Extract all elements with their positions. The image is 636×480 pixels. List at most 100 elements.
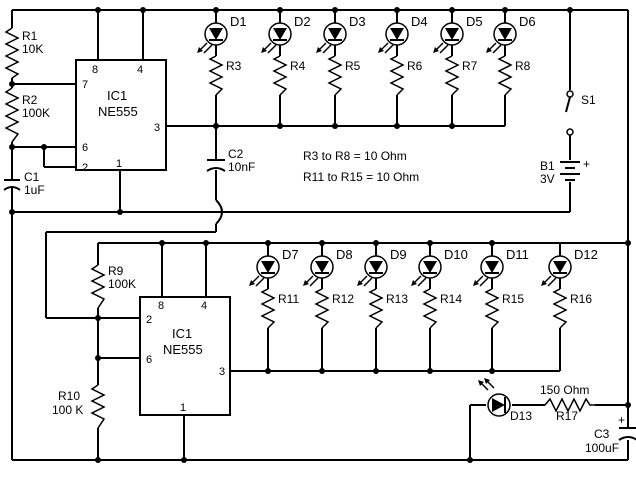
resistor-label-r4: R4 bbox=[290, 59, 306, 73]
svg-text:B1: B1 bbox=[540, 159, 555, 173]
led-d1: D1 bbox=[197, 14, 247, 54]
resistor-r15: R15 bbox=[484, 288, 524, 329]
svg-text:3: 3 bbox=[219, 366, 225, 378]
svg-text:1uF: 1uF bbox=[24, 183, 45, 197]
resistor-r3: R3 bbox=[208, 55, 242, 96]
resistor-label-r3: R3 bbox=[226, 59, 242, 73]
resistor-label-r8: R8 bbox=[515, 59, 531, 73]
led-d13: D13 bbox=[478, 378, 532, 423]
led-d10: D10 bbox=[411, 247, 468, 287]
ic1-name: IC1 bbox=[107, 88, 127, 103]
svg-text:C2: C2 bbox=[228, 147, 244, 161]
led-d11: D11 bbox=[473, 247, 529, 287]
svg-text:R10: R10 bbox=[58, 389, 80, 403]
svg-text:2: 2 bbox=[146, 314, 152, 326]
svg-text:100 K: 100 K bbox=[52, 403, 83, 417]
led-d9: D9 bbox=[357, 247, 407, 287]
resistor-r17: 150 Ohm R17 bbox=[540, 383, 595, 423]
capacitor-c2: C2 10nF bbox=[206, 147, 255, 174]
led-d8: D8 bbox=[303, 247, 353, 287]
led-label-d12: D12 bbox=[574, 247, 598, 262]
led-label-d9: D9 bbox=[390, 247, 407, 262]
svg-text:4: 4 bbox=[201, 300, 207, 312]
resistor-r4: R4 bbox=[272, 55, 306, 96]
capacitor-c1: C1 1uF bbox=[3, 170, 45, 198]
resistor-r16: R16 bbox=[552, 288, 592, 329]
resistor-label-r12: R12 bbox=[332, 292, 354, 306]
resistor-r9: R9 100K bbox=[90, 264, 136, 309]
svg-text:S1: S1 bbox=[581, 93, 596, 107]
led-d7: D7 bbox=[249, 247, 299, 287]
ic1-pin3: 3 bbox=[154, 122, 160, 134]
svg-text:R17: R17 bbox=[556, 409, 578, 423]
led-label-d10: D10 bbox=[444, 247, 468, 262]
note-top-resistors: R3 to R8 = 10 Ohm bbox=[303, 149, 407, 163]
svg-text:10nF: 10nF bbox=[228, 160, 255, 174]
switch-s1: S1 bbox=[565, 90, 596, 136]
svg-text:R2: R2 bbox=[22, 93, 38, 107]
svg-text:+: + bbox=[618, 413, 625, 427]
ic1-pin8: 8 bbox=[92, 64, 98, 76]
svg-text:3V: 3V bbox=[540, 172, 555, 186]
led-label-d2: D2 bbox=[294, 14, 311, 29]
led-label-d3: D3 bbox=[349, 14, 366, 29]
svg-text:C3: C3 bbox=[594, 427, 610, 441]
resistor-label-r11: R11 bbox=[278, 292, 299, 306]
svg-text:8: 8 bbox=[158, 300, 164, 312]
svg-text:IC1: IC1 bbox=[172, 326, 192, 341]
resistor-label-r14: R14 bbox=[440, 292, 462, 306]
svg-text:R9: R9 bbox=[108, 264, 124, 278]
resistor-label-r16: R16 bbox=[570, 292, 592, 306]
resistor-r1: R1 10K bbox=[4, 27, 43, 79]
ic1-pin4: 4 bbox=[137, 64, 143, 76]
battery-b1: B1 3V + bbox=[540, 157, 590, 186]
resistor-r13: R13 bbox=[368, 288, 408, 329]
resistor-r10: R10 100 K bbox=[52, 384, 106, 429]
svg-text:D13: D13 bbox=[510, 409, 532, 423]
led-d4: D4 bbox=[378, 14, 428, 54]
ic1-chip: 8 4 7 6 2 1 3 IC1 NE555 bbox=[75, 59, 167, 174]
svg-text:6: 6 bbox=[146, 354, 152, 366]
svg-text:100uF: 100uF bbox=[585, 441, 619, 455]
resistor-label-r6: R6 bbox=[407, 59, 423, 73]
svg-text:R1: R1 bbox=[22, 29, 38, 43]
led-label-d5: D5 bbox=[466, 14, 483, 29]
svg-text:100K: 100K bbox=[108, 277, 136, 291]
resistor-r8: R8 bbox=[497, 55, 531, 96]
svg-text:1: 1 bbox=[180, 402, 186, 414]
resistor-label-r7: R7 bbox=[462, 59, 478, 73]
svg-text:+: + bbox=[583, 157, 590, 171]
resistor-label-r5: R5 bbox=[345, 59, 361, 73]
resistor-label-r13: R13 bbox=[386, 292, 408, 306]
led-label-d6: D6 bbox=[519, 14, 536, 29]
resistor-r11: R11 bbox=[260, 288, 299, 329]
svg-text:100K: 100K bbox=[22, 106, 50, 120]
ic1-part: NE555 bbox=[98, 104, 138, 119]
svg-text:C1: C1 bbox=[24, 170, 40, 184]
ic1-pin1: 1 bbox=[116, 158, 122, 170]
resistor-label-r15: R15 bbox=[502, 292, 524, 306]
led-label-d1: D1 bbox=[230, 14, 247, 29]
resistor-r12: R12 bbox=[314, 288, 354, 329]
svg-text:NE555: NE555 bbox=[163, 342, 203, 357]
resistor-r14: R14 bbox=[422, 288, 462, 329]
led-label-d7: D7 bbox=[282, 247, 299, 262]
led-d5: D5 bbox=[433, 14, 483, 54]
ic1-pin7: 7 bbox=[82, 79, 88, 91]
resistor-r5: R5 bbox=[327, 55, 361, 96]
svg-text:150 Ohm: 150 Ohm bbox=[540, 383, 589, 397]
